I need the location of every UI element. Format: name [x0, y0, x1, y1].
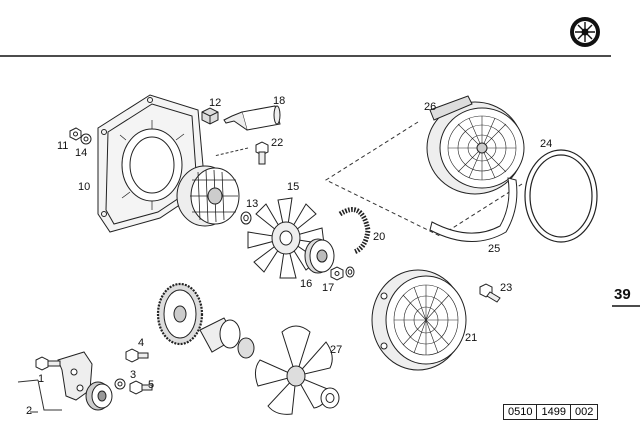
- drawing-code-part-2: 1499: [536, 405, 569, 419]
- label-part-5: 5: [148, 379, 154, 391]
- label-part-24: 24: [540, 138, 552, 150]
- label-part-10: 10: [78, 181, 90, 193]
- label-part-22: 22: [271, 137, 283, 149]
- ring-part-24: [524, 149, 598, 243]
- label-part-3: 3: [130, 369, 136, 381]
- label-part-4: 4: [138, 337, 144, 349]
- washer-part-13: [240, 211, 252, 225]
- drawing-code-part-3: 002: [569, 405, 597, 419]
- label-part-1: 1: [38, 373, 44, 385]
- label-part-14: 14: [75, 147, 87, 159]
- washer-part-3: [114, 378, 126, 390]
- part-labels: 1 2 3 4 5 10 11 12 13 14 15 16 17 18 20 …: [26, 95, 552, 417]
- label-part-21: 21: [465, 332, 477, 344]
- label-part-23: 23: [500, 282, 512, 294]
- label-part-25: 25: [488, 243, 500, 255]
- label-part-18: 18: [273, 95, 285, 107]
- label-part-16: 16: [300, 278, 312, 290]
- label-part-26: 26: [424, 101, 436, 113]
- belt-part-20: [338, 207, 371, 255]
- bolt-part-4: [125, 348, 149, 363]
- label-part-15: 15: [287, 181, 299, 193]
- pulley-part-16: [304, 238, 335, 274]
- block-part-12: [201, 107, 219, 125]
- cover-part-26: [426, 95, 525, 195]
- drawing-code-part-1: 0510: [508, 406, 533, 418]
- fan-wheel-logo: [570, 17, 600, 47]
- toothed-gear: [156, 282, 204, 346]
- coupling-hub: [199, 317, 255, 359]
- strap-part-25: [429, 177, 518, 242]
- bracket-leader-lines: [17, 379, 62, 413]
- leader-22: [213, 147, 249, 157]
- washer-part-17b: [345, 266, 355, 278]
- adhesive-tube-part-18: [223, 105, 281, 131]
- nut-part-11: [69, 127, 82, 141]
- pulley-part-2: [85, 381, 113, 411]
- washer-part-14: [80, 133, 92, 145]
- label-part-11: 11: [57, 140, 68, 152]
- label-part-2: 2: [26, 405, 32, 417]
- label-part-13: 13: [246, 198, 258, 210]
- alternator: [176, 165, 240, 227]
- label-part-27: 27: [330, 344, 342, 356]
- bolt-part-22: [255, 141, 269, 165]
- page-number: 39: [614, 286, 631, 303]
- washer-part-27b: [320, 387, 340, 409]
- nut-part-5: [129, 380, 153, 395]
- bolt-part-23: [479, 283, 501, 303]
- label-part-17: 17: [322, 282, 334, 294]
- bolt-part-1: [35, 356, 61, 371]
- label-part-12: 12: [209, 97, 221, 109]
- drawing-code-box: 0510 1499 002: [503, 404, 599, 420]
- fan-part-27: [254, 325, 333, 415]
- nut-part-17: [330, 266, 344, 281]
- bracket-part-1: [57, 351, 93, 401]
- guard-part-21: [371, 269, 467, 371]
- page-tab: 39: [612, 286, 640, 307]
- label-part-20: 20: [373, 231, 385, 243]
